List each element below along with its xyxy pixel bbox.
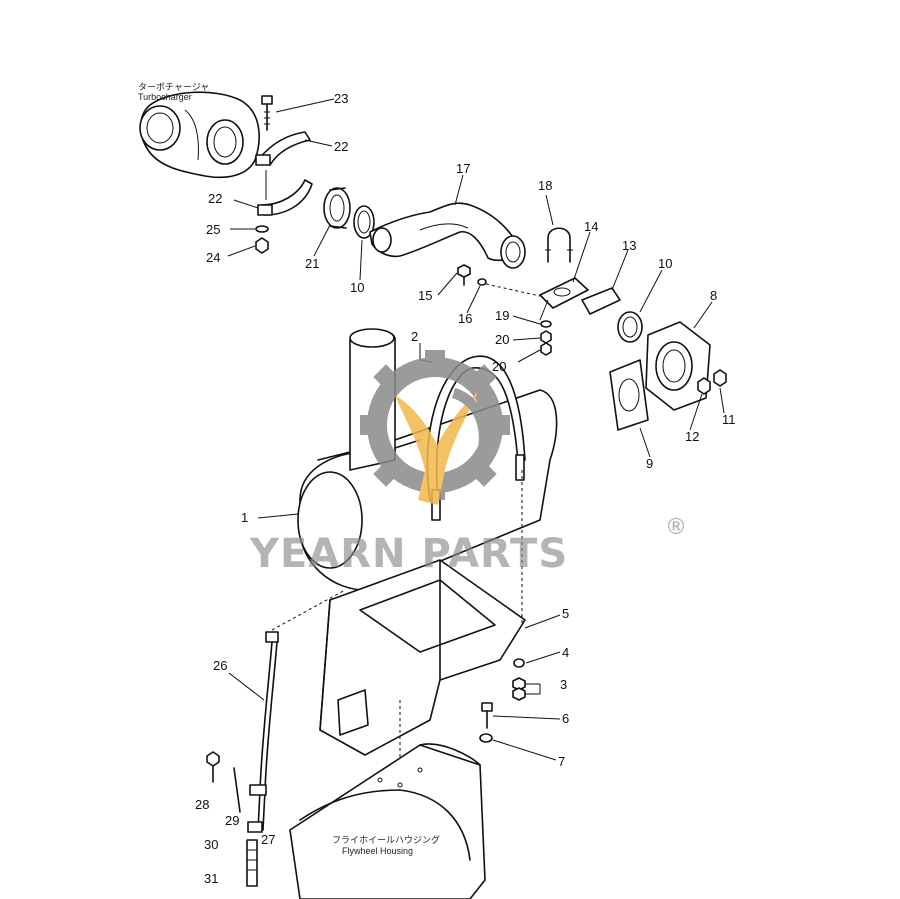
callout-25: 25 [206, 222, 220, 237]
callout-22-upper-clamp: 22 [334, 139, 348, 154]
support-bracket-drawing [319, 470, 526, 790]
callout-numbers: 1 2 3 4 5 6 7 8 9 10 10 11 12 13 14 15 1… [195, 91, 736, 886]
callout-16: 16 [458, 311, 472, 326]
watermark: YEARN PARTS ® [249, 350, 687, 577]
callout-20-strap-nut: 20 [492, 359, 506, 374]
callout-27: 27 [261, 832, 275, 847]
callout-19: 19 [495, 308, 509, 323]
leader-lines [227, 98, 725, 761]
turbocharger-caption: Turbocharger [138, 92, 192, 102]
callout-22-lower-clamp: 22 [208, 191, 222, 206]
drain-tube-drawing [206, 589, 346, 887]
callout-15: 15 [418, 288, 432, 303]
callout-2: 2 [411, 329, 418, 344]
flywheel-housing-drawing [289, 743, 486, 899]
callout-30: 30 [204, 837, 218, 852]
callout-24: 24 [206, 250, 220, 265]
turbocharger-caption-jp: ターボチャージャ [138, 82, 209, 92]
callout-7: 7 [558, 754, 565, 769]
callout-11: 11 [722, 412, 736, 427]
callout-14: 14 [584, 219, 598, 234]
callout-26: 26 [213, 658, 227, 673]
elbow-pipe-drawing [369, 202, 526, 269]
callout-12: 12 [685, 429, 699, 444]
callout-18: 18 [538, 178, 552, 193]
callout-8: 8 [710, 288, 717, 303]
callout-9: 9 [646, 456, 653, 471]
callout-13: 13 [622, 238, 636, 253]
callout-28: 28 [195, 797, 209, 812]
callout-29: 29 [225, 813, 239, 828]
callout-1: 1 [241, 510, 248, 525]
flywheel-caption: Flywheel Housing [342, 846, 413, 856]
callout-4: 4 [562, 645, 569, 660]
u-bolt-bracket-drawing [457, 227, 621, 356]
callout-6: 6 [562, 711, 569, 726]
callout-10-ring: 10 [350, 280, 364, 295]
watermark-registered-mark: ® [665, 515, 687, 540]
watermark-brand: YEARN PARTS [249, 531, 568, 577]
gear-logo-icon [360, 350, 510, 505]
adapter-ring-drawing [323, 187, 375, 239]
callout-21: 21 [305, 256, 319, 271]
callout-17: 17 [456, 161, 470, 176]
callout-23: 23 [334, 91, 348, 106]
callout-5: 5 [562, 606, 569, 621]
callout-20-nut: 20 [495, 332, 509, 347]
clamp-parts-drawing [255, 95, 313, 254]
callout-31: 31 [204, 871, 218, 886]
callout-3: 3 [560, 677, 567, 692]
callout-10-outlet-ring: 10 [658, 256, 672, 271]
flywheel-caption-jp: フライホイールハウジング [332, 834, 440, 845]
outlet-flange-drawing [609, 311, 727, 431]
turbocharger-drawing [139, 91, 260, 179]
